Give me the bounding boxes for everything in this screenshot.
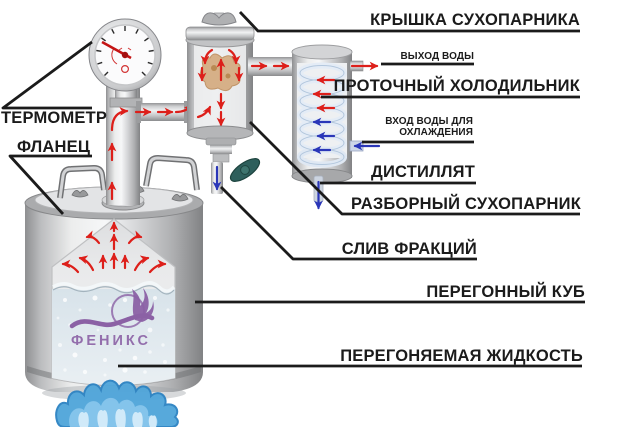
- label-steamer-lid: КРЫШКА СУХОПАРНИКА: [370, 11, 580, 29]
- label-distillate: ДИСТИЛЛЯТ: [371, 163, 475, 181]
- label-distilled-liquid: ПЕРЕГОНЯЕМАЯ ЖИДКОСТЬ: [340, 347, 583, 365]
- vapor-pipe-steamer-cooler: [248, 57, 298, 76]
- gauge-red-markings: [111, 47, 132, 73]
- cooler-flow-arrows: [312, 75, 336, 155]
- label-distillation-cube: ПЕРЕГОННЫЙ КУБ: [426, 283, 585, 301]
- water-in-nozzle: [349, 140, 381, 152]
- steamer-lid: [185, 12, 255, 48]
- label-flow-cooler: ПРОТОЧНЫЙ ХОЛОДИЛЬНИК: [333, 77, 580, 95]
- dry-steamer: [185, 12, 261, 194]
- vapor-pipe-column-steamer: [110, 101, 194, 132]
- phoenix-logo: ФЕНИКС: [69, 288, 155, 349]
- lid-handle-right: [143, 154, 200, 191]
- gauge-ticks: [96, 26, 154, 76]
- water-out-nozzle: [349, 60, 379, 72]
- pointer-lines: [1, 11, 585, 368]
- brand-text: ФЕНИКС: [71, 333, 151, 349]
- label-thermometer: ТЕРМОМЕТР: [1, 109, 108, 127]
- tank-cutaway: ФЕНИКС: [51, 218, 176, 386]
- lid-handle-left: [57, 164, 107, 199]
- vapor-rise-arrows: [61, 221, 167, 274]
- steamer-vapor-arrows: [196, 48, 244, 127]
- label-flange: ФЛАНЕЦ: [17, 138, 91, 156]
- label-dry-steamer: РАЗБОРНЫЙ СУХОПАРНИК: [350, 195, 581, 213]
- label-water-in-1: ВХОД ВОДЫ ДЛЯ: [385, 116, 473, 127]
- label-fractions-drain: СЛИВ ФРАКЦИЙ: [341, 240, 477, 258]
- gas-flame: [42, 379, 186, 427]
- label-water-in-2: ОХЛАЖДЕНИЯ: [399, 127, 473, 138]
- thermometer-gauge: [88, 18, 162, 108]
- valve-handle: [229, 158, 261, 182]
- label-water-out: ВЫХОД ВОДЫ: [400, 51, 474, 62]
- drain-valve: [205, 137, 261, 194]
- flow-cooler: [291, 44, 381, 210]
